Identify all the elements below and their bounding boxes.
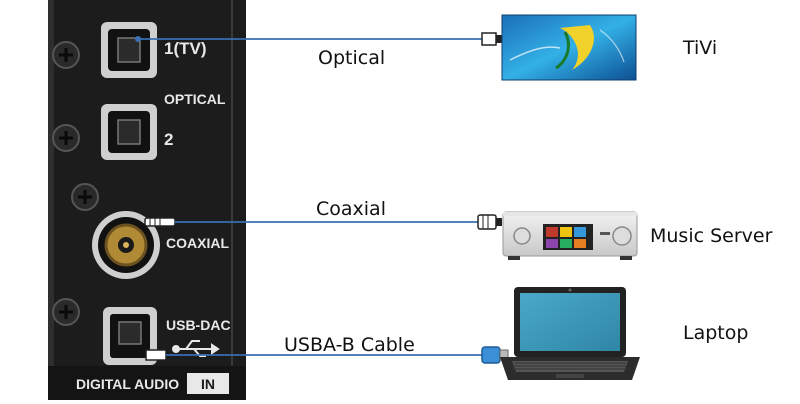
usb-dac-label: USB-DAC [166,317,231,333]
port-1-label: 1(TV) [164,39,207,58]
screw-icon [52,41,80,69]
screw-icon [52,298,80,326]
optical-port-1 [101,22,157,78]
optical-cable [135,32,502,46]
usb-cable-label: USBA-B Cable [284,334,415,356]
screw-icon [71,183,99,211]
optical-label: OPTICAL [164,91,226,107]
usb-dac-port [103,307,157,365]
coaxial-label: COAXIAL [166,235,229,251]
tv-label: TiVi [683,37,718,59]
usb-symbol-icon [172,340,220,357]
laptop-label: Laptop [683,322,749,344]
optical-cable-label: Optical [318,47,386,69]
laptop-icon [500,287,640,380]
coaxial-cable [144,214,502,230]
usb-cable [145,346,509,364]
coaxial-jack [92,211,160,279]
optical-port-2 [101,104,157,160]
screw-icon [52,124,80,152]
music-server-label: Music Server [650,225,773,247]
footer-bar: DIGITAL AUDIO IN [76,373,229,394]
coaxial-cable-label: Coaxial [316,198,386,220]
tv-icon [501,14,637,81]
digital-audio-label: DIGITAL AUDIO [76,376,179,392]
in-label: IN [201,376,215,392]
music-server-icon [502,211,638,260]
port-2-label: 2 [164,130,173,149]
